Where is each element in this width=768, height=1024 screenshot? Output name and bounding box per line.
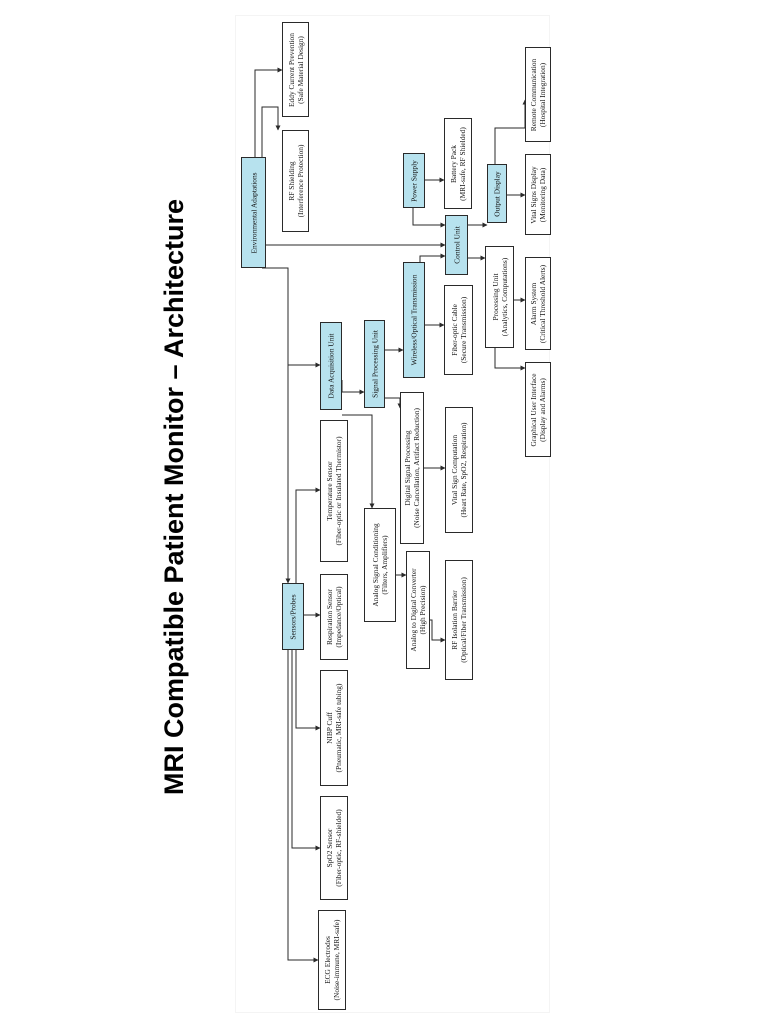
node-label: Vital Signs Display (529, 165, 538, 224)
edge-processing-to-gui (494, 348, 526, 371)
edge-output-to-remote (494, 99, 528, 164)
node-label: Environmental Adaptations (249, 171, 258, 254)
edge-dau-to-asc (342, 414, 375, 509)
node-label: SpO2 Sensor (325, 828, 334, 868)
node-sublabel: (Impedance/Optical) (334, 586, 343, 648)
node-label: Signal Processing Unit (370, 330, 379, 398)
node-sublabel: (Display and Alarms) (538, 377, 547, 442)
node-sensors-probes: Sensors/Probes (282, 583, 304, 650)
node-sublabel: (Pneumatic, MRI-safe tubing) (334, 683, 343, 773)
edge-sensors-to-ecg (287, 650, 319, 963)
node-label: Data Acquisition Unit (326, 333, 336, 399)
node-label: Control Unit (452, 226, 461, 264)
node-sublabel: (Monitoring Data) (538, 167, 547, 222)
node-sublabel: (Hospital Integration) (538, 62, 547, 127)
node-label: Temperature Sensor (325, 461, 334, 521)
node-power-supply: Power Supply (403, 153, 425, 208)
node-label: Alarm System (529, 282, 538, 325)
node-data-acquisition-unit: Data Acquisition Unit (320, 322, 342, 410)
node-eddy-current-prevention: Eddy Current Prevention(Safe Material De… (282, 22, 309, 117)
node-analog-signal-conditioning: Analog Signal Conditioning(Filters, Ampl… (364, 508, 396, 622)
node-nibp-cuff: NIBP Cuff(Pneumatic, MRI-safe tubing) (320, 670, 348, 786)
node-sublabel: (Filters, Amplifiers) (380, 535, 389, 595)
node-label: Output Display (492, 170, 502, 217)
node-label: Graphical User Interface (529, 372, 538, 447)
node-rf-isolation-barrier: RF Isolation Barrier(Optical/Fiber Trans… (445, 560, 473, 680)
node-label: Vital Sign Computation (450, 434, 459, 506)
node-environmental-adaptations: Environmental Adaptations (241, 157, 266, 268)
node-sublabel: (Analytics, Computations) (499, 257, 509, 337)
edge-wireless-to-control (419, 253, 446, 262)
node-temperature-sensor: Temperature Sensor(Fiber-optic or Insula… (320, 420, 348, 562)
node-processing-unit: Processing Unit(Analytics, Computations) (485, 246, 514, 348)
node-label: Power Supply (409, 159, 419, 202)
node-sublabel: (MRI-safe, RF Shielded) (458, 126, 467, 201)
node-ecg-electrodes: ECG Electrodes(Noise-immune, MRI-safe) (318, 910, 346, 1010)
node-rf-shielding: RF Shielding(Interference Protection) (282, 130, 309, 232)
node-label: Fiber-optic Cable (449, 304, 459, 356)
node-label: Digital Signal Processing (403, 430, 412, 506)
node-alarm-system: Alarm System(Critical Threshold Alerts) (525, 257, 551, 350)
node-sublabel: (Fiber-optic, RF-shielded) (334, 809, 343, 887)
node-vital-signs-display: Vital Signs Display(Monitoring Data) (525, 154, 551, 235)
node-output-display: Output Display (487, 164, 507, 223)
node-label: ECG Electrodes (323, 936, 332, 984)
node-sublabel: (Optical/Fiber Transmission) (459, 577, 468, 663)
node-label: Processing Unit (490, 273, 500, 321)
node-sublabel: (Heart Rate, SpO2, Respiration) (459, 422, 468, 518)
node-label: RF Shielding (286, 161, 296, 201)
edge-env-to-eddy (254, 67, 283, 157)
node-battery-pack: Battery Pack(MRI-safe, RF Shielded) (444, 118, 472, 209)
edge-dau-to-spu (341, 380, 365, 395)
node-label: Respiration Sensor (325, 588, 334, 646)
node-sublabel: (Noise-immune, MRI-safe) (332, 919, 341, 1001)
node-label: Analog Signal Conditioning (371, 523, 380, 607)
node-label: Sensors/Probes (288, 593, 298, 640)
edge-env-to-sensors (262, 267, 291, 584)
node-sublabel: (Interference Protection) (295, 144, 305, 218)
node-analog-to-digital-converter: Analog to Digital Converter(High Precisi… (406, 551, 430, 669)
node-spo2-sensor: SpO2 Sensor(Fiber-optic, RF-shielded) (320, 796, 348, 900)
node-label: Battery Pack (449, 144, 458, 183)
node-wireless-optical-transmission: Wireless/Optical Transmission (403, 262, 425, 378)
node-remote-communication: Remote Communication(Hospital Integratio… (525, 47, 551, 142)
node-fiber-optic-cable: Fiber-optic Cable(Secure Transmission) (444, 285, 473, 375)
edge-sensors-to-temp (295, 487, 321, 583)
edge-power-to-control (412, 208, 446, 228)
node-sublabel: (Fiber-optic or Insulated Thermistor) (334, 436, 343, 546)
node-sublabel: (Safe Material Design) (295, 35, 305, 104)
node-vital-sign-computation: Vital Sign Computation(Heart Rate, SpO2,… (445, 407, 473, 533)
node-label: Eddy Current Prevention (286, 32, 296, 107)
edge-sensors-to-spo2 (291, 650, 321, 851)
node-label: RF Isolation Barrier (450, 590, 459, 650)
edge-spu-to-dsp (385, 397, 403, 409)
node-label: Wireless/Optical Transmission (409, 274, 419, 366)
node-respiration-sensor: Respiration Sensor(Impedance/Optical) (320, 574, 348, 660)
edge-sensors-to-nibp (295, 650, 321, 731)
node-sublabel: (Secure Transmission) (458, 296, 468, 364)
node-control-unit: Control Unit (445, 215, 468, 275)
node-digital-signal-processing: Digital Signal Processing(Noise Cancella… (400, 392, 424, 544)
node-graphical-user-interface: Graphical User Interface(Display and Ala… (525, 362, 551, 457)
edge-sensors-to-dau (287, 362, 321, 583)
node-signal-processing-unit: Signal Processing Unit (364, 320, 385, 408)
node-sublabel: (Noise Cancellation, Artifact Reduction) (412, 408, 421, 528)
node-sublabel: (High Precision) (418, 585, 427, 635)
node-label: Remote Communication (529, 58, 538, 131)
edge-env-to-rf-shield (261, 106, 281, 157)
node-label: NIBP Cuff (325, 712, 334, 744)
node-sublabel: (Critical Threshold Alerts) (538, 264, 547, 343)
node-label: Analog to Digital Converter (409, 568, 418, 652)
